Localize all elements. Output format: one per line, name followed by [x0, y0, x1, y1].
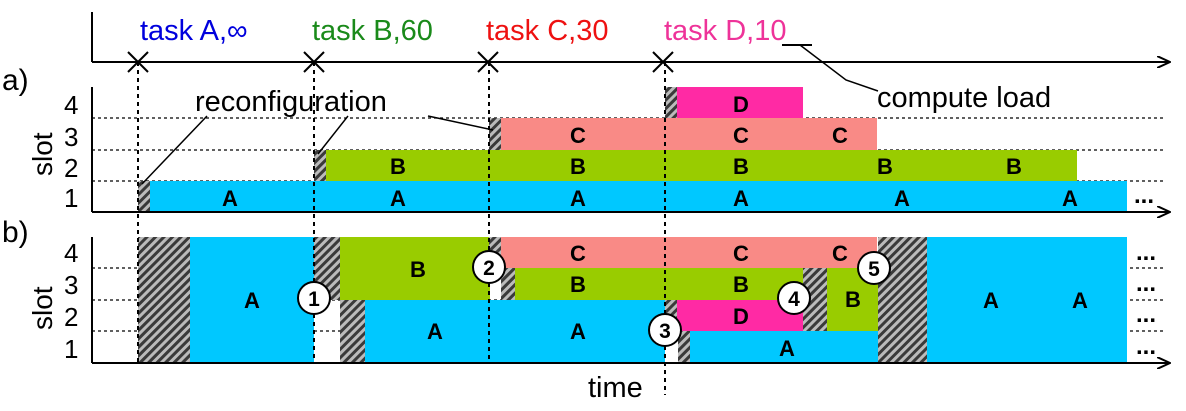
panel-b-slot-tick-2: 2: [64, 302, 78, 332]
marker-3: 3: [648, 313, 682, 347]
panel-a-reconfig-hatch-a: [138, 181, 150, 212]
panel-a-letter-a: A: [733, 186, 749, 211]
panel-b-letter-a: A: [983, 288, 999, 313]
panel-b-block-a-final: [927, 237, 1127, 363]
panel-b-letter-b: B: [733, 272, 749, 297]
marker-3-text: 3: [659, 320, 671, 343]
marker-1: 1: [297, 281, 331, 315]
panel-b-reconfig-hatch-5: [501, 268, 515, 300]
panel-a-letter-b: B: [733, 154, 749, 179]
panel-b-letter-c: C: [570, 241, 586, 266]
panel-b-letter-a: A: [427, 319, 443, 344]
arrival-guides: [137, 62, 666, 395]
panel-a-reconfig-hatch-b: [314, 150, 326, 181]
reconfiguration-annotation: reconfiguration: [195, 86, 387, 118]
marker-4: 4: [777, 281, 811, 315]
panel-b-letter-c: C: [832, 241, 848, 266]
panel-a-letter-a: A: [570, 186, 586, 211]
marker-4-text: 4: [788, 288, 800, 311]
panel-a-block-a: [150, 181, 1127, 212]
panel-a-letter-b: B: [390, 154, 406, 179]
panel-b-ellipsis-3: ...: [1136, 270, 1156, 297]
panel-a: a) slot 1 2 3 4 D C C C B B B B B A A A …: [2, 44, 1170, 213]
panel-b-ellipsis-4: ...: [1136, 239, 1156, 266]
panel-a-reconfig-hatch-d: [665, 87, 677, 118]
arrival-timeline: task A,∞ task B,60 task C,30 task D,10: [91, 12, 1170, 73]
marker-5: 5: [857, 251, 891, 285]
panel-a-letter-b: B: [570, 154, 586, 179]
panel-a-letter-c: C: [832, 123, 848, 148]
panel-b-reconfig-hatch-1: [138, 237, 190, 363]
panel-a-block-b: [326, 150, 1077, 181]
panel-b: b) slot 1 2 3 4 C C C B: [2, 216, 1170, 404]
panel-b-letter-c: C: [733, 241, 749, 266]
panel-b-letter-a: A: [244, 288, 260, 313]
panel-b-block-b-slot3: [515, 268, 803, 300]
time-axis-label: time: [588, 372, 643, 404]
panel-a-label: a): [2, 64, 29, 97]
panel-a-letter-a: A: [1062, 186, 1078, 211]
arrival-cross-d: [652, 51, 674, 73]
panel-b-letter-b: B: [570, 272, 586, 297]
panel-b-label: b): [2, 216, 29, 249]
panel-a-ellipsis: ...: [1134, 182, 1154, 209]
compute-load-leader: [799, 44, 879, 92]
panel-b-block-a-low: [365, 300, 665, 363]
marker-2: 2: [472, 250, 506, 284]
compute-load-annotation: compute load: [877, 82, 1051, 114]
panel-a-letter-c: C: [570, 123, 586, 148]
marker-2-text: 2: [483, 257, 495, 280]
panel-b-block-c: [501, 237, 877, 268]
panel-a-slot-tick-3: 3: [64, 122, 78, 152]
panel-b-slot-tick-4: 4: [64, 238, 78, 268]
panel-b-slot-axis-label: slot: [27, 286, 58, 330]
task-c-label: task C,30: [486, 15, 609, 47]
task-a-label: task A,∞: [140, 15, 248, 47]
panel-a-letter-b: B: [1006, 154, 1022, 179]
panel-b-letter-a: A: [1072, 288, 1088, 313]
task-b-label: task B,60: [312, 15, 433, 47]
panel-a-letter-c: C: [733, 123, 749, 148]
panel-b-block-a-slot1: [690, 331, 878, 363]
panel-b-ellipsis-1: ...: [1136, 333, 1156, 360]
panel-b-ellipsis-2: ...: [1136, 301, 1156, 328]
reconfiguration-leader-a: [141, 115, 208, 185]
panel-a-letter-a: A: [222, 186, 238, 211]
task-d-label: task D,10: [664, 15, 787, 47]
panel-a-block-c: [501, 118, 877, 150]
panel-b-reconfig-hatch-7: [678, 331, 690, 363]
panel-a-block-d: [677, 87, 803, 118]
panel-b-slot-tick-3: 3: [64, 270, 78, 300]
panel-a-reconfig-hatch-c: [489, 118, 501, 150]
reconfiguration-leader-b: [317, 115, 349, 155]
reconfiguration-leader-c: [427, 115, 494, 131]
panel-a-letter-a: A: [390, 186, 406, 211]
panel-a-letter-a: A: [894, 186, 910, 211]
marker-1-text: 1: [308, 288, 320, 311]
panel-a-letter-d: D: [733, 92, 749, 117]
panel-b-slot-tick-1: 1: [64, 334, 78, 364]
panel-b-block-b-wide: [340, 237, 490, 300]
panel-a-slot-tick-1: 1: [64, 183, 78, 213]
panel-b-letter-a: A: [570, 319, 586, 344]
panel-b-letter-d: D: [733, 304, 749, 329]
panel-b-reconfig-hatch-3: [340, 300, 365, 363]
marker-5-text: 5: [868, 258, 880, 281]
panel-a-slot-tick-2: 2: [64, 153, 78, 183]
panel-b-letter-b: B: [410, 257, 426, 282]
panel-b-block-a-full: [190, 237, 314, 363]
panel-b-letter-b: B: [845, 287, 861, 312]
panel-a-slot-axis-label: slot: [27, 132, 58, 176]
panel-a-slot-tick-4: 4: [64, 90, 78, 120]
panel-b-letter-a: A: [779, 336, 795, 361]
panel-a-letter-b: B: [877, 154, 893, 179]
